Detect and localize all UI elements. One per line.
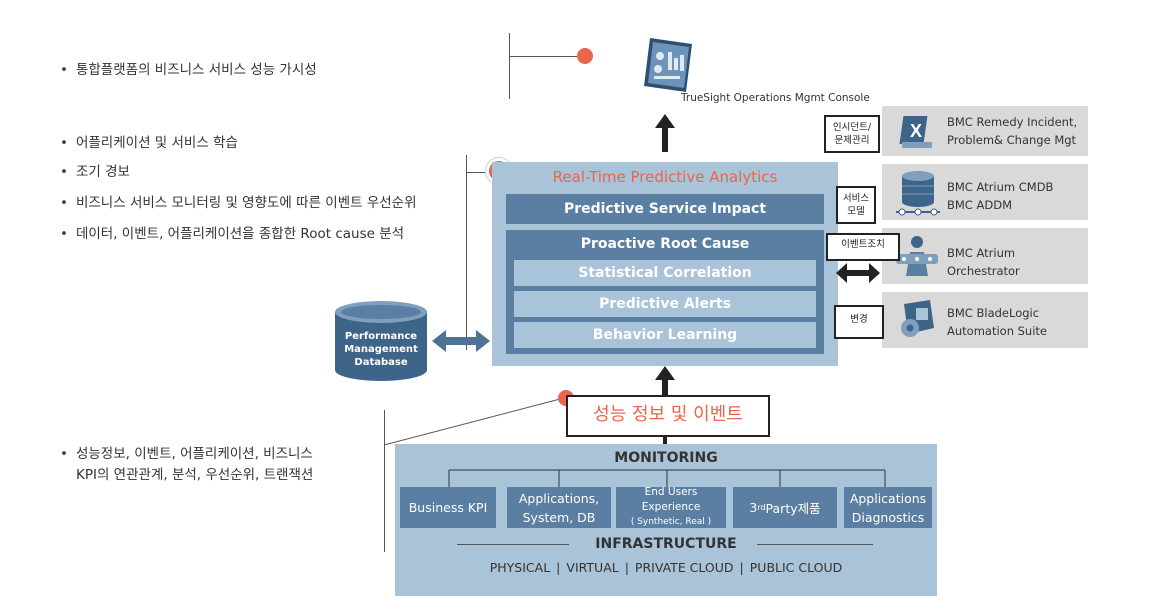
arrow-up-icon (655, 366, 675, 398)
gear-icon (901, 300, 934, 337)
connector-stem (663, 432, 667, 444)
divider-line (757, 544, 873, 545)
remedy-panel: X BMC Remedy Incident, Problem& Change M… (882, 106, 1088, 156)
applications-system-box: Applications, System, DB (507, 487, 611, 528)
proactive-root-cause-title: Proactive Root Cause (580, 236, 750, 252)
connector-line (466, 172, 492, 173)
end-users-line1: End Users Experience (641, 486, 701, 513)
connector-line (466, 155, 467, 350)
monitoring-panel: MONITORING Business KPI Applications, Sy… (395, 444, 937, 596)
connector-diagonal (384, 398, 561, 446)
third-party-number: 3 (749, 500, 758, 515)
cmdb-line2: BMC ADDM (947, 198, 1012, 212)
orchestrator-panel: BMC Atrium Orchestrator (882, 228, 1088, 284)
monitoring-tree-lines (448, 469, 886, 488)
bladelogic-panel: BMC BladeLogic Automation Suite (882, 292, 1088, 348)
monitoring-title: MONITORING (614, 450, 718, 466)
db-label-line3: Database (354, 357, 408, 368)
predictive-alerts: Predictive Alerts (514, 291, 816, 317)
tag-incident-line1: 인시던트/ (832, 122, 872, 133)
ticket-icon: X (899, 116, 932, 148)
arrow-up-icon (655, 114, 675, 152)
statistical-correlation: Statistical Correlation (514, 260, 816, 286)
applications-diagnostics-line2: Diagnostics (851, 509, 925, 525)
database-cylinder-icon (335, 301, 427, 381)
double-arrow-icon (432, 330, 490, 352)
infra-public-cloud: PUBLIC CLOUD (749, 560, 843, 575)
proactive-root-cause-panel: Proactive Root Cause Statistical Correla… (506, 230, 824, 354)
analytics-panel: Real-Time Predictive Analytics Predictiv… (492, 162, 838, 366)
tag-service-model: 서비스 모델 (836, 186, 876, 224)
behavior-learning: Behavior Learning (514, 322, 816, 348)
infra-physical: PHYSICAL (489, 560, 551, 575)
double-arrow-icon (836, 263, 880, 283)
applications-system-line2: System, DB (522, 509, 596, 525)
end-users-experience-box: End Users Experience ( Synthetic, Real ) (616, 486, 726, 528)
connector-line (509, 56, 581, 57)
third-party-sup: rd (757, 503, 766, 512)
divider-line (457, 544, 569, 545)
cmdb-line1: BMC Atrium CMDB (947, 180, 1054, 194)
tag-incident-line2: 문제관리 (834, 135, 870, 146)
performance-events-label: 성능 정보 및 이벤트 (566, 395, 770, 437)
bladelogic-line2: Automation Suite (947, 324, 1048, 338)
bladelogic-line1: BMC BladeLogic (947, 306, 1040, 320)
third-party-label: Party제품 (765, 501, 821, 516)
applications-system-line1: Applications, (518, 490, 600, 506)
business-kpi-label: Business KPI (408, 500, 488, 515)
analytics-title: Real-Time Predictive Analytics (552, 168, 778, 186)
console-dashboard-icon (644, 38, 692, 92)
bullet-event-priority: 비즈니스 서비스 모니터링 및 영향도에 따른 이벤트 우선순위 (60, 193, 417, 213)
business-kpi-box: Business KPI (400, 487, 496, 528)
bullet-correlation-1: 성능정보, 이벤트, 어플리케이션, 비즈니스 (60, 444, 313, 464)
orchestrator-icon (896, 236, 938, 276)
performance-database: Performance Management Database (333, 300, 429, 382)
connector-line (384, 410, 385, 552)
infra-private-cloud: PRIVATE CLOUD (634, 560, 734, 575)
bullet-platform-visibility: 통합플랫폼의 비즈니스 서비스 성능 가시성 (60, 60, 317, 80)
tag-service-model-line1: 서비스 (842, 193, 870, 204)
db-label-line1: Performance (344, 331, 418, 342)
tag-event-action: 이벤트조치 (826, 233, 900, 261)
bullet-correlation-2: KPI의 연관관계, 분석, 우선순위, 트랜잭션 (76, 467, 314, 483)
marker-dot (577, 48, 593, 64)
infrastructure-title: INFRASTRUCTURE (595, 536, 737, 552)
atrium-cmdb-panel: BMC Atrium CMDB BMC ADDM (882, 164, 1088, 220)
database-icon (896, 171, 940, 216)
bullet-root-cause: 데이터, 이벤트, 어플리케이션을 종합한 Root cause 분석 (60, 224, 404, 244)
end-users-line2: ( Synthetic, Real ) (630, 517, 712, 527)
orchestrator-line1: BMC Atrium (947, 246, 1016, 260)
tag-incident: 인시던트/ 문제관리 (824, 115, 880, 153)
bullet-early-warning: 조기 경보 (60, 162, 130, 182)
tag-service-model-line2: 모델 (847, 206, 865, 217)
infrastructure-list: PHYSICAL|VIRTUAL|PRIVATE CLOUD|PUBLIC CL… (489, 560, 843, 575)
tag-change: 변경 (834, 305, 884, 339)
infra-virtual: VIRTUAL (566, 560, 619, 575)
orchestrator-line2: Orchestrator (947, 264, 1020, 278)
applications-diagnostics-line1: Applications (849, 490, 927, 506)
remedy-line2: Problem& Change Mgt (947, 133, 1077, 147)
predictive-service-impact: Predictive Service Impact (506, 194, 824, 224)
applications-diagnostics-box: Applications Diagnostics (844, 487, 932, 528)
connector-line (509, 33, 510, 99)
bullet-learning: 어플리케이션 및 서비스 학습 (60, 133, 238, 153)
svg-text:X: X (910, 121, 922, 141)
remedy-line1: BMC Remedy Incident, (947, 115, 1078, 129)
db-label-line2: Management (344, 344, 418, 355)
console-label: TrueSight Operations Mgmt Console (681, 92, 870, 104)
